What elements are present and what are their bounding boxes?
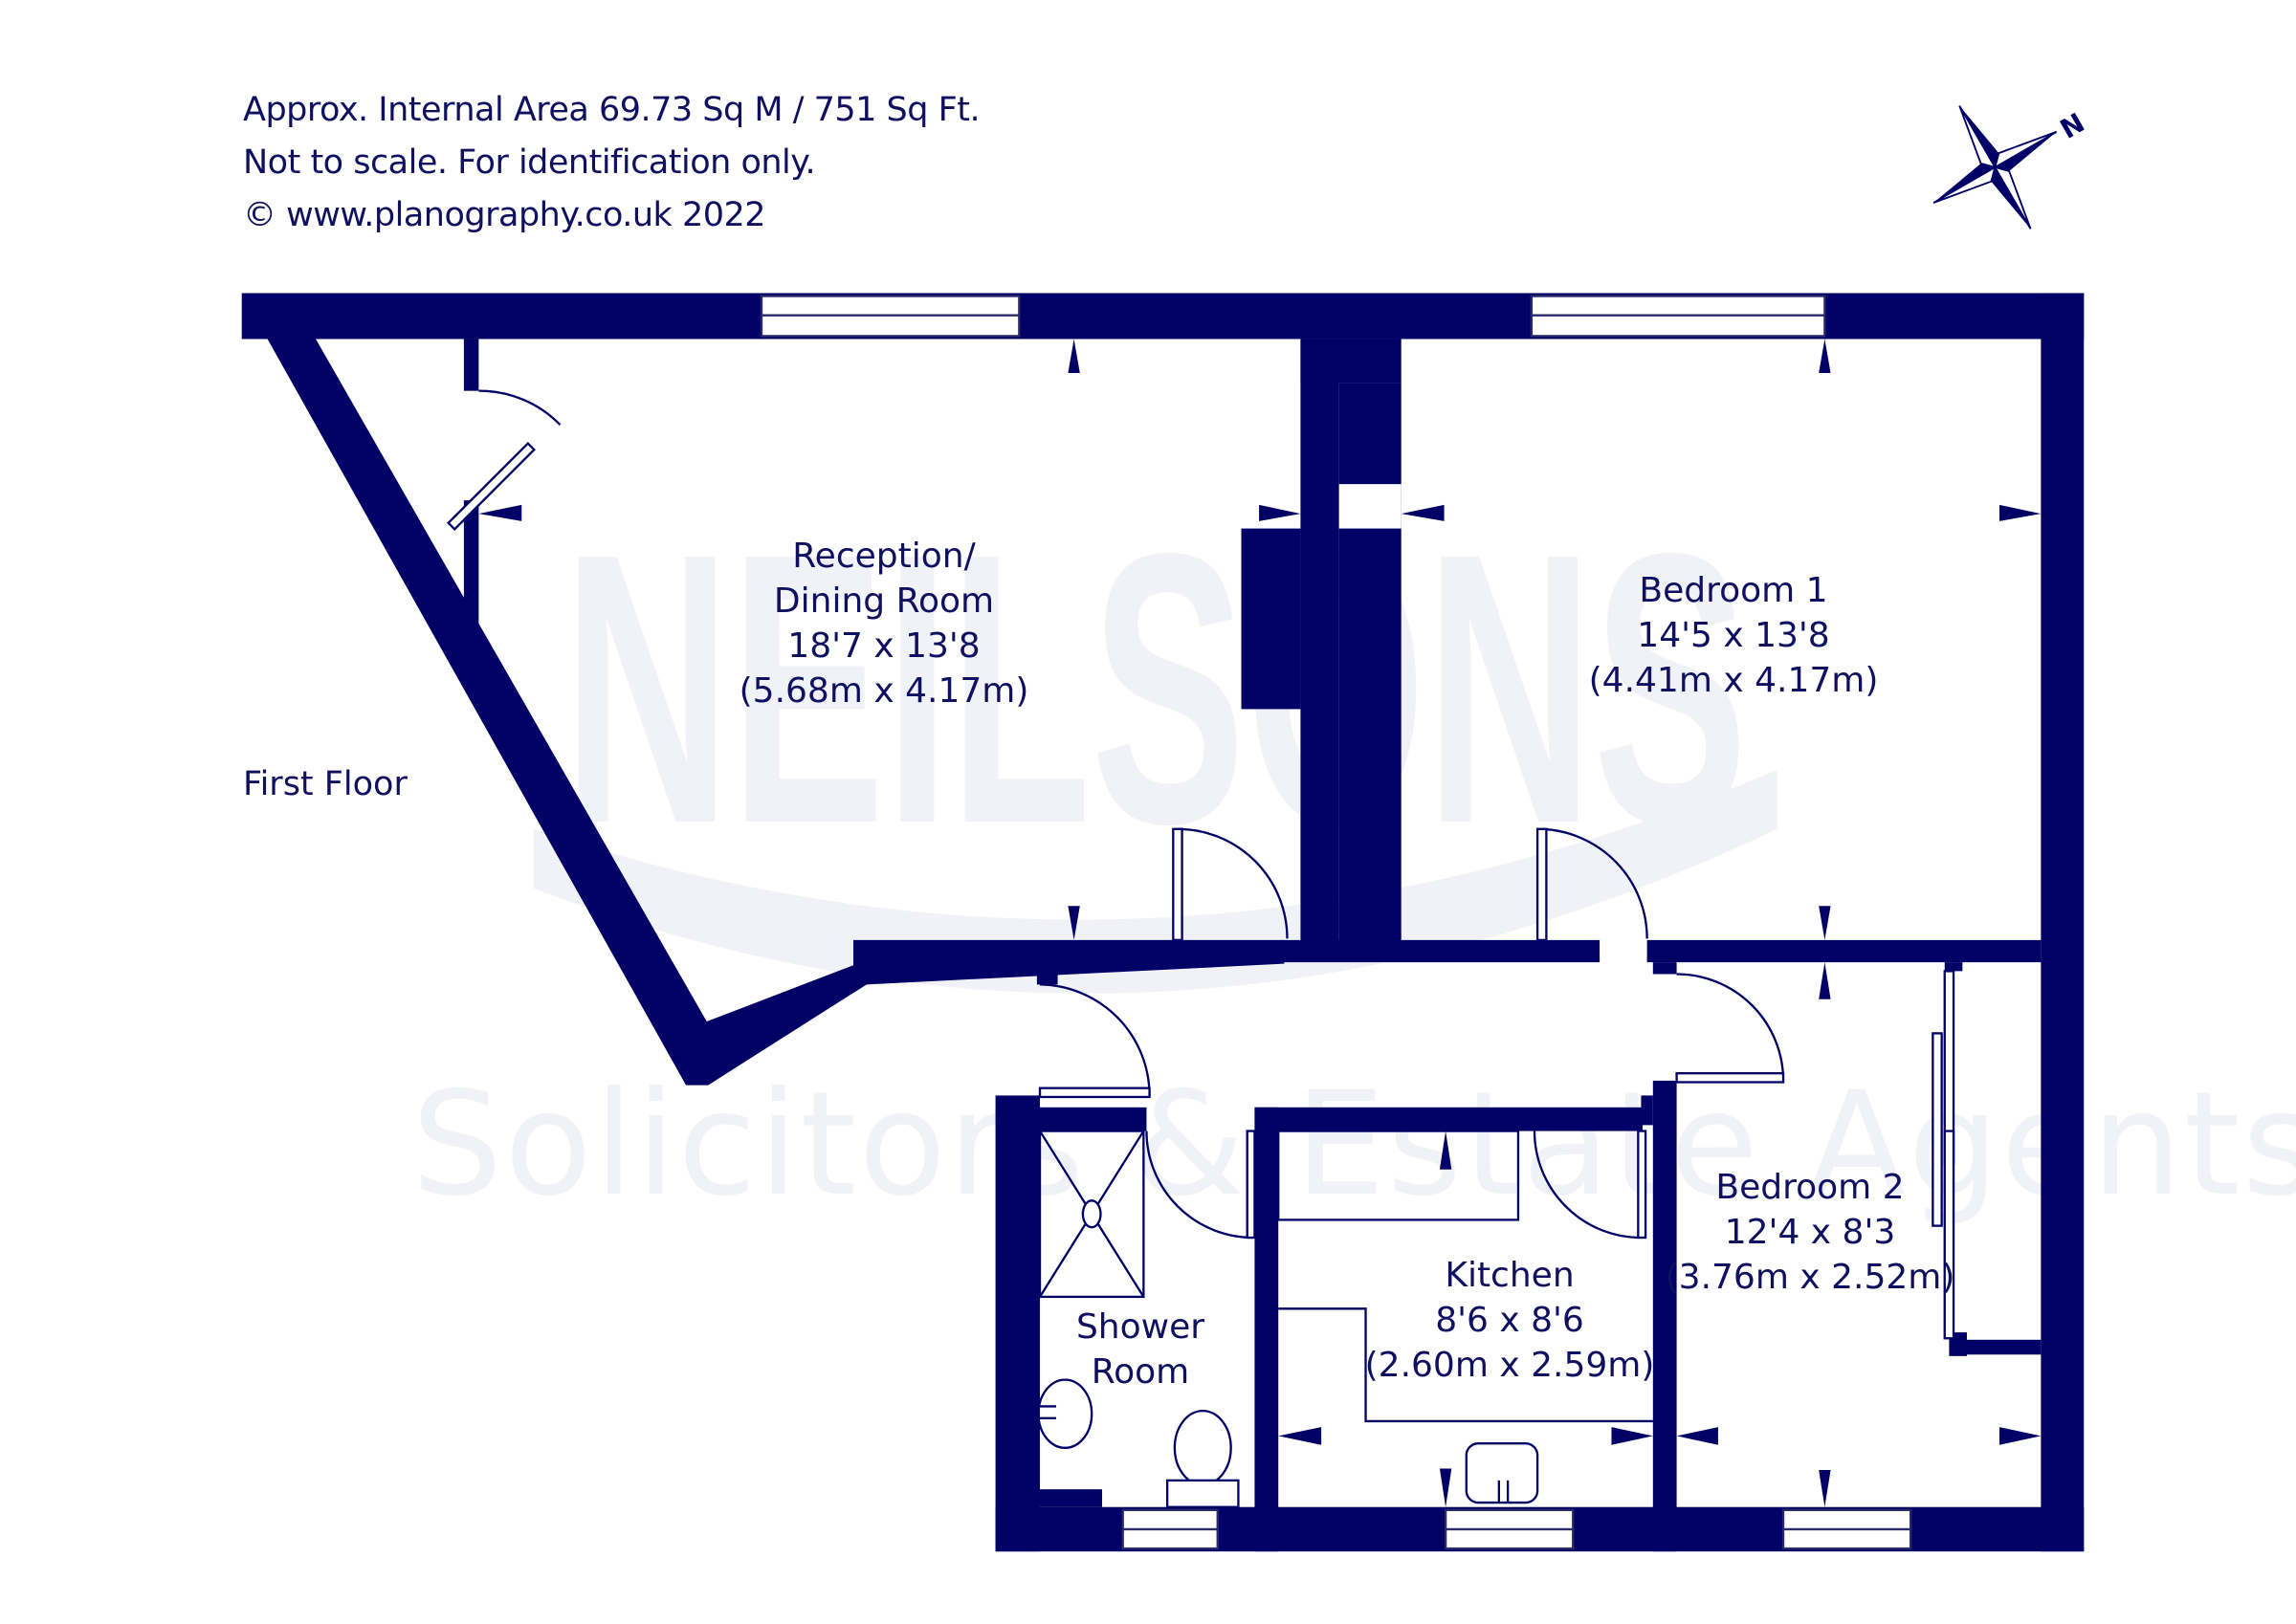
area-text: Approx. Internal Area 69.73 Sq M / 751 S… — [243, 91, 981, 129]
plan-header: Approx. Internal Area 69.73 Sq M / 751 S… — [243, 84, 981, 242]
watermark-tagline: Solicitors & Estate Agents — [411, 1062, 2296, 1228]
room-label-bedroom2: Bedroom 2 12'4 x 8'3 (3.76m x 2.52m) — [1666, 1165, 1955, 1300]
room-dimensions-metric: (3.76m x 2.52m) — [1665, 1258, 1955, 1297]
room-label-shower-room: Shower Room — [1076, 1305, 1204, 1394]
room-dimensions-imperial: 8'6 x 8'6 — [1435, 1301, 1584, 1340]
compass-north-label: N — [2055, 107, 2090, 145]
room-name: Dining Room — [773, 582, 995, 621]
compass-rose-icon — [1932, 105, 2058, 230]
floor-label: First Floor — [243, 765, 408, 803]
room-label-kitchen: Kitchen 8'6 x 8'6 (2.60m x 2.59m) — [1365, 1253, 1655, 1388]
room-label-bedroom1: Bedroom 1 14'5 x 13'8 (4.41m x 4.17m) — [1589, 568, 1879, 703]
dimension-arrows — [478, 339, 2042, 1507]
room-dimensions-metric: (2.60m x 2.59m) — [1364, 1346, 1655, 1385]
room-name: Kitchen — [1445, 1256, 1575, 1295]
room-name: Shower — [1075, 1307, 1205, 1347]
toilet — [1173, 1409, 1232, 1486]
disclaimer-text: Not to scale. For identification only. — [243, 143, 816, 182]
copyright-text: © www.planography.co.uk 2022 — [243, 196, 766, 234]
room-name: Room — [1091, 1352, 1190, 1392]
watermark-logo: NEILSONS — [533, 474, 1777, 994]
fixtures — [1037, 970, 1955, 1508]
room-dimensions-metric: (4.41m x 4.17m) — [1588, 661, 1879, 700]
room-dimensions-metric: (5.68m x 4.17m) — [739, 671, 1029, 711]
room-name: Reception/ — [792, 537, 976, 576]
windows — [760, 295, 1912, 1550]
room-name: Bedroom 1 — [1639, 571, 1828, 610]
basin — [1037, 1378, 1093, 1449]
room-dimensions-imperial: 18'7 x 13'8 — [787, 626, 981, 666]
room-name: Bedroom 2 — [1715, 1168, 1905, 1207]
kitchen-sink — [1465, 1442, 1539, 1504]
shower-tray — [1038, 1130, 1145, 1299]
room-label-reception: Reception/ Dining Room 18'7 x 13'8 (5.68… — [740, 534, 1029, 713]
watermark-brand: NEILSONS — [563, 474, 1748, 904]
doors — [446, 389, 1785, 1240]
room-dimensions-imperial: 12'4 x 8'3 — [1724, 1213, 1896, 1252]
room-dimensions-imperial: 14'5 x 13'8 — [1637, 616, 1830, 655]
